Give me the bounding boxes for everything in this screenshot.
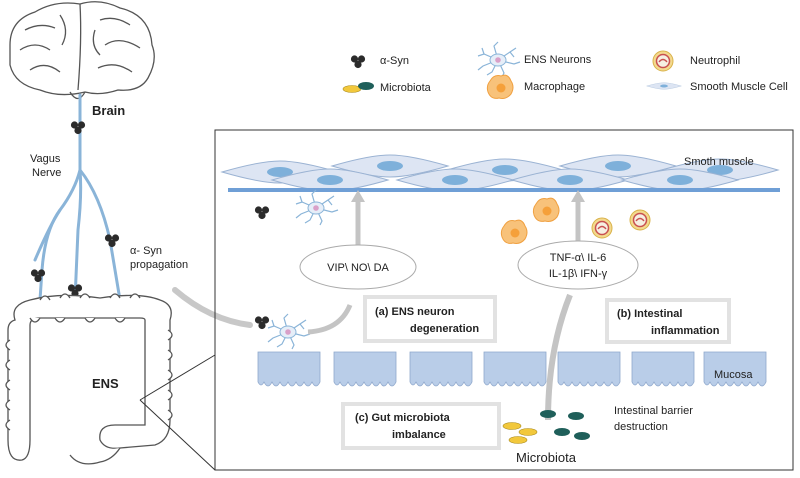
barrier-label-2: destruction [614,421,668,433]
ens-neuron [295,189,339,226]
ens-neuron [267,313,311,350]
vip-text: VIP\ NO\ DA [327,262,389,274]
gut-microbiota-label-1: (c) Gut microbiota [355,412,451,424]
cytokine-text-2: IL-1β\ IFN-γ [549,268,608,280]
inflammation-label-1: (b) Intestinal [617,308,682,320]
propagation-label-1: α- Syn [130,245,162,257]
brain-label: Brain [92,103,125,118]
gut-microbiota-label-2: imbalance [392,429,446,441]
a-syn-icon [350,55,366,69]
barrier-label-1: Intestinal barrier [614,405,693,417]
smooth-muscle-cell-icon [646,82,682,90]
arrow-head [351,190,365,202]
propagation-arrow [172,287,253,328]
macrophage [500,219,528,244]
microbiota-label: Microbiota [516,450,577,465]
macrophage-icon [486,74,514,99]
a-syn-cluster [254,316,270,330]
detail-panel [214,129,794,471]
gut-microbiota-box [341,402,501,450]
microbiota-cluster [502,410,590,444]
microbiota-teal-icon [358,82,374,90]
a-syn-cluster [254,206,270,220]
cytokine-ellipse [517,240,639,290]
mucosa-layer [257,351,767,387]
a-syn-cluster [70,121,86,135]
propagation-label-2: propagation [130,259,188,271]
smooth-muscle-label: Smoth muscle [684,156,754,168]
inflammation-label-2: inflammation [651,325,720,337]
legend-neutrophil: Neutrophil [690,55,740,67]
mucosa-label: Mucosa [714,369,753,381]
a-syn-cluster [104,234,120,248]
macrophage [532,197,560,222]
arrow-head [571,190,585,202]
vagus-label-1: Vagus [30,153,61,165]
legend-smooth-muscle-cell: Smooth Muscle Cell [690,81,788,93]
legend-macrophage: Macrophage [524,81,585,93]
intestine-illustration [5,293,173,465]
legend-ens-neurons: ENS Neurons [524,54,592,66]
ens-degeneration-label-1: (a) ENS neuron [375,306,455,318]
legend: α-Syn Microbiota ENS Neurons Macrophage … [342,41,788,99]
ens-neuron-icon [477,41,521,78]
neuron-to-vip-arrow [307,303,353,335]
ens-degeneration-box [363,295,497,343]
brain-illustration [9,1,155,100]
neutrophil-icon [652,50,674,72]
ens-label: ENS [92,376,119,391]
barrier-to-cytokine-arrow [545,293,573,421]
ens-degeneration-label-2: degeneration [410,323,479,335]
cytokine-text-1: TNF-α\ IL-6 [550,252,606,264]
callout-lines [139,354,216,471]
vagus-label-2: Nerve [32,167,61,179]
legend-microbiota: Microbiota [380,82,432,94]
neutrophil [591,217,613,239]
neutrophil [629,209,651,231]
a-syn-cluster [30,269,46,283]
inflammation-box [605,298,731,344]
legend-a-syn: α-Syn [380,55,409,67]
vip-ellipse [299,244,417,290]
